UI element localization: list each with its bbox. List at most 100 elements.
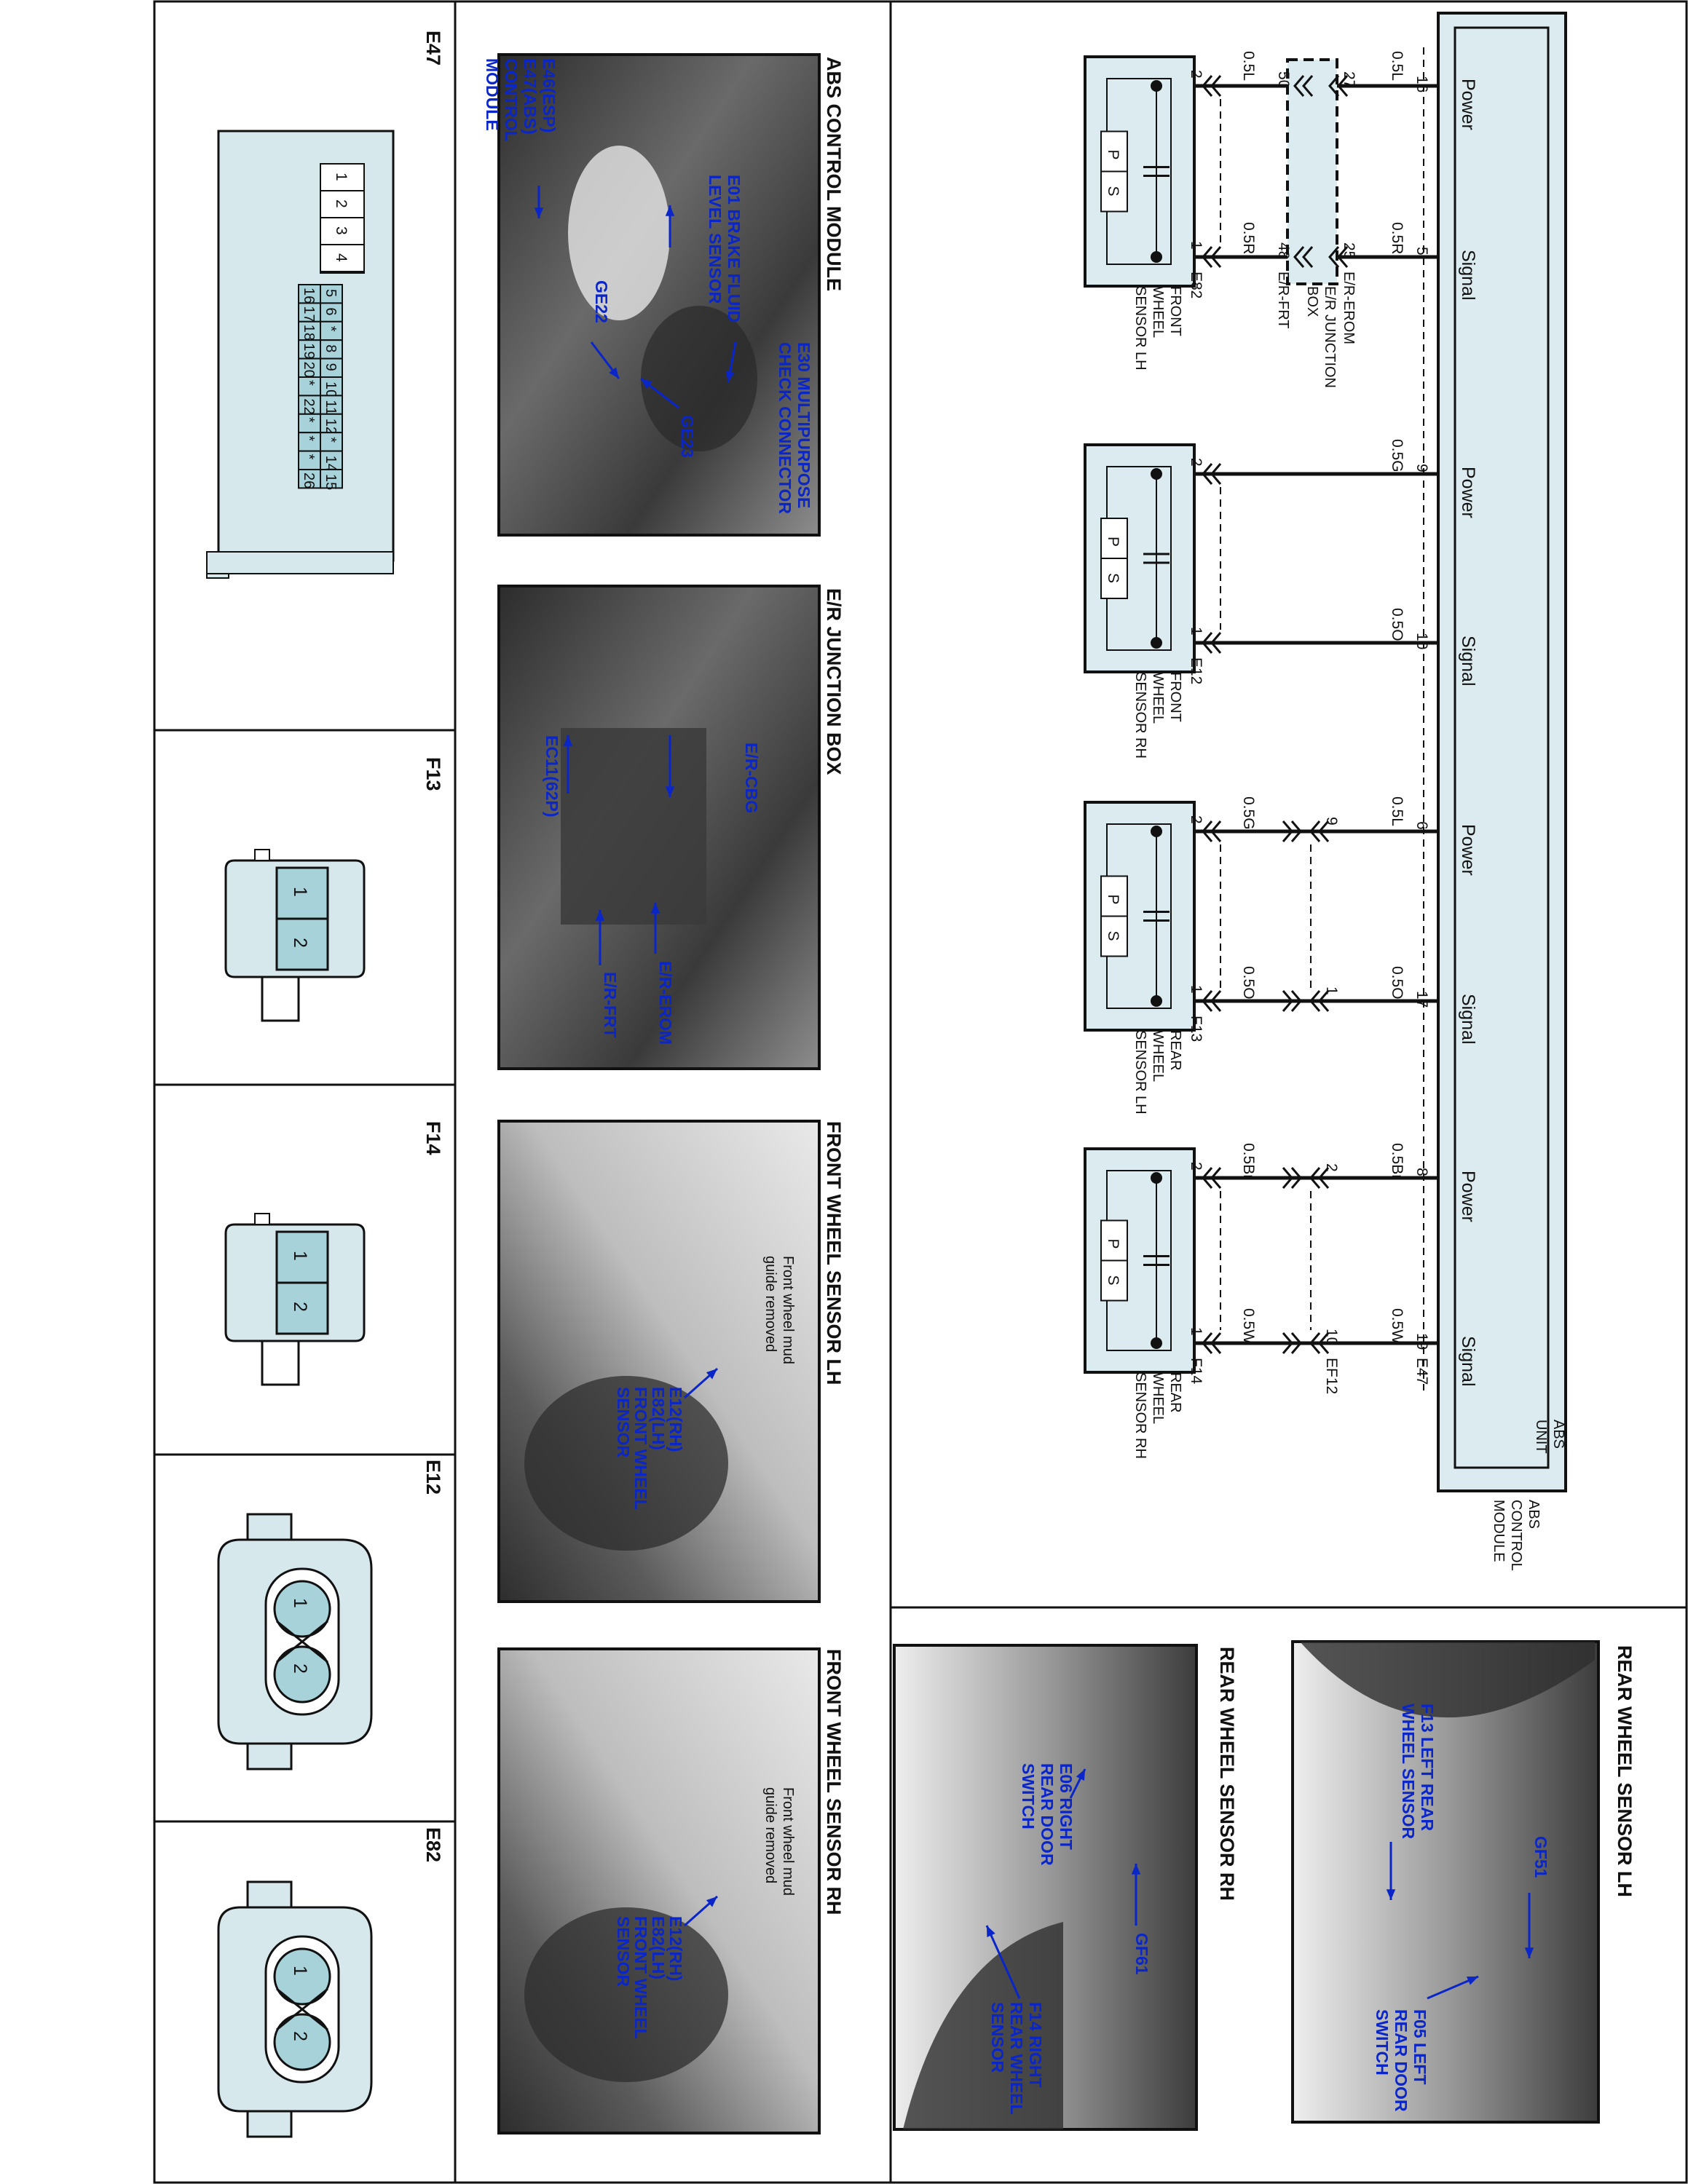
module-label-signal-c2: Signal (1458, 636, 1478, 687)
connector-view-e82-pin-2 (273, 2013, 331, 2071)
photo-junction-label-1: EC11(62P) (543, 735, 561, 818)
connector-view-e82-cross-b (276, 1987, 328, 2031)
module-label-signal-c4: Signal (1458, 1336, 1478, 1387)
inline-signal-b-a (1290, 990, 1302, 1012)
e47-pin-r2-9: * (301, 454, 317, 460)
sensor-connector-power-c1-a (1202, 75, 1213, 97)
junction-out-power-a (1293, 75, 1305, 97)
wire-power-c1: 0.5L (1389, 51, 1405, 81)
photo-front-lh-label-b: E82(LH) (649, 1387, 668, 1450)
sensor-name-c4-line-1: WHEEL (1150, 1372, 1166, 1424)
photo-abs-label-3: GE22 (592, 280, 611, 323)
wire-signal-c3: 0.5O (1389, 966, 1405, 1000)
connector-view-e12-pin-2 (273, 1645, 331, 1704)
sensor-pin-power-c2: 2 (1188, 458, 1204, 467)
inline-pin-signal-c3: 1 (1323, 986, 1340, 995)
junction-box-label-line-1: BOX (1304, 286, 1320, 317)
photo-front-rh-arrow-head (706, 1896, 717, 1907)
sensor-connector-id-c1: E82 (1188, 272, 1204, 298)
photo-front-rh-label-b: E82(LH) (649, 1916, 668, 1979)
module-pin-power-c2: 9 (1413, 464, 1430, 472)
connector-view-f13-latch (261, 976, 300, 1022)
photo-front-lh-note-b: guide removed (762, 1256, 778, 1352)
inline-pin-signal-c4: 10 (1323, 1329, 1340, 1345)
junction-box-c1 (1286, 58, 1349, 285)
module-pin-signal-c3: 17 (1413, 991, 1430, 1008)
photo-rear-rh-label-2b: REAR WHEEL (1007, 2002, 1026, 2115)
photo-rear-lh-label-2b: REAR DOOR (1392, 2009, 1411, 2112)
abs-module-label-line-2: MODULE (1491, 1500, 1507, 1562)
connector-view-e82-tab-a (246, 1880, 293, 1909)
photo-junction-label-3: E/R-FRT (601, 972, 620, 1038)
photo-front-lh-label-a: E12(RH) (666, 1387, 685, 1452)
connector-view-e82-pin-label-2: 2 (290, 2031, 310, 2041)
sensor-connector-signal-c2-a (1202, 632, 1213, 654)
e47-pin-r1-0: 5 (323, 289, 339, 297)
photo-title-abs: ABS CONTROL MODULE (823, 57, 845, 291)
junction-pin-signal-out: 48 (1275, 242, 1292, 259)
sensor-symbol-p-c1: P (1105, 150, 1121, 160)
junction-box-outline (1286, 58, 1338, 285)
sensor-connector-power-c2-b (1210, 463, 1222, 485)
photo-rear-lh-arrow-1-head (1524, 1947, 1534, 1958)
connector-view-e12-title: E12 (422, 1460, 444, 1495)
inline-pin-power-c3: 9 (1323, 817, 1340, 826)
photo-abs-label-2d: MODULE (483, 58, 502, 131)
e47-pin-cell-r1 (320, 395, 343, 415)
connector-view-title-e47: E47 (422, 31, 444, 66)
inline-power-a-a (1309, 1167, 1321, 1189)
sensor-pin-power-c4: 2 (1188, 1162, 1204, 1171)
e47-pin-cell-r2 (298, 450, 321, 470)
sensor-name-c3-line-1: WHEEL (1150, 1030, 1166, 1082)
photo-abs-arrow-2-head (534, 207, 544, 218)
e47-pin-r2-3: 19 (301, 343, 317, 359)
inline-pin-power-c4: 2 (1323, 1163, 1340, 1172)
e47-pin-r1-1: 6 (323, 307, 339, 315)
sensor-connector-id-c2: E12 (1188, 657, 1204, 684)
photo-rear-rh-arrow-2-shaft (985, 1925, 1021, 1999)
inline-signal-b-b (1282, 1332, 1293, 1354)
inline-power-b-a (1290, 1167, 1302, 1189)
sensor-name-c3-line-0: REAR (1167, 1030, 1183, 1071)
sensor-symbol-p-c2: P (1105, 537, 1121, 547)
junction-pin-power-in: 27 (1341, 71, 1357, 88)
photo-abs-label-4: GE23 (678, 415, 697, 458)
sensor-connector-signal-c2-b (1210, 632, 1222, 654)
connector-view-e82-pin-label-1: 1 (290, 1966, 310, 1976)
circuit-c1 (1194, 58, 1438, 285)
junction-box-label-line-0: E/R JUNCTION (1322, 286, 1338, 388)
sensor-symbol-s-c2: S (1105, 573, 1121, 583)
connector-view-e82-tab-b (246, 2110, 293, 2138)
photo-title-junction: E/R JUNCTION BOX (823, 588, 845, 775)
module-pin-power-c3: 6 (1413, 821, 1430, 830)
e47-pin-r1-5: 10 (323, 381, 339, 397)
junction-label-out: E/R-FRT (1275, 272, 1291, 329)
module-label-power-c4: Power (1458, 1171, 1478, 1222)
photo-rear-lh-label-2c: SWITCH (1373, 2009, 1392, 2076)
e47-pin-cell-r1 (320, 469, 343, 489)
inline-connector-c4 (1282, 1167, 1330, 1354)
e47-pin-cell-top (320, 190, 365, 218)
sensor-connector-power-c4-a (1202, 1167, 1213, 1189)
junction-in-signal-b (1337, 246, 1349, 268)
connector-view-e12-cross-b (276, 1620, 328, 1663)
photo-rear-wheel-lh (1291, 1640, 1600, 2124)
sensor-connector-signal-c3-a (1202, 990, 1213, 1012)
wheel-sensor-c2: PS (1084, 443, 1196, 673)
sensor-connector-power-c3-a (1202, 820, 1213, 842)
module-label-power-c1: Power (1458, 79, 1478, 130)
e47-pin-r2-2: 18 (301, 325, 317, 341)
e47-pin-cell-r2 (298, 320, 321, 341)
photo-junction-arrow-2-head (650, 903, 660, 914)
inline-connector-id-c4: EF12 (1323, 1358, 1340, 1394)
junction-out-signal-b (1302, 246, 1314, 268)
photo-rear-lh-label-2a: F05 LEFT (1411, 2009, 1429, 2085)
e47-pin-r1-4: 9 (323, 363, 339, 371)
module-connector-id: E47 (1413, 1358, 1430, 1385)
sensor-pin-signal-c3: 1 (1188, 985, 1204, 994)
photo-front-rh-note-a: Front wheel mud (780, 1787, 796, 1896)
junction-pin-signal-in: 25 (1341, 242, 1357, 259)
